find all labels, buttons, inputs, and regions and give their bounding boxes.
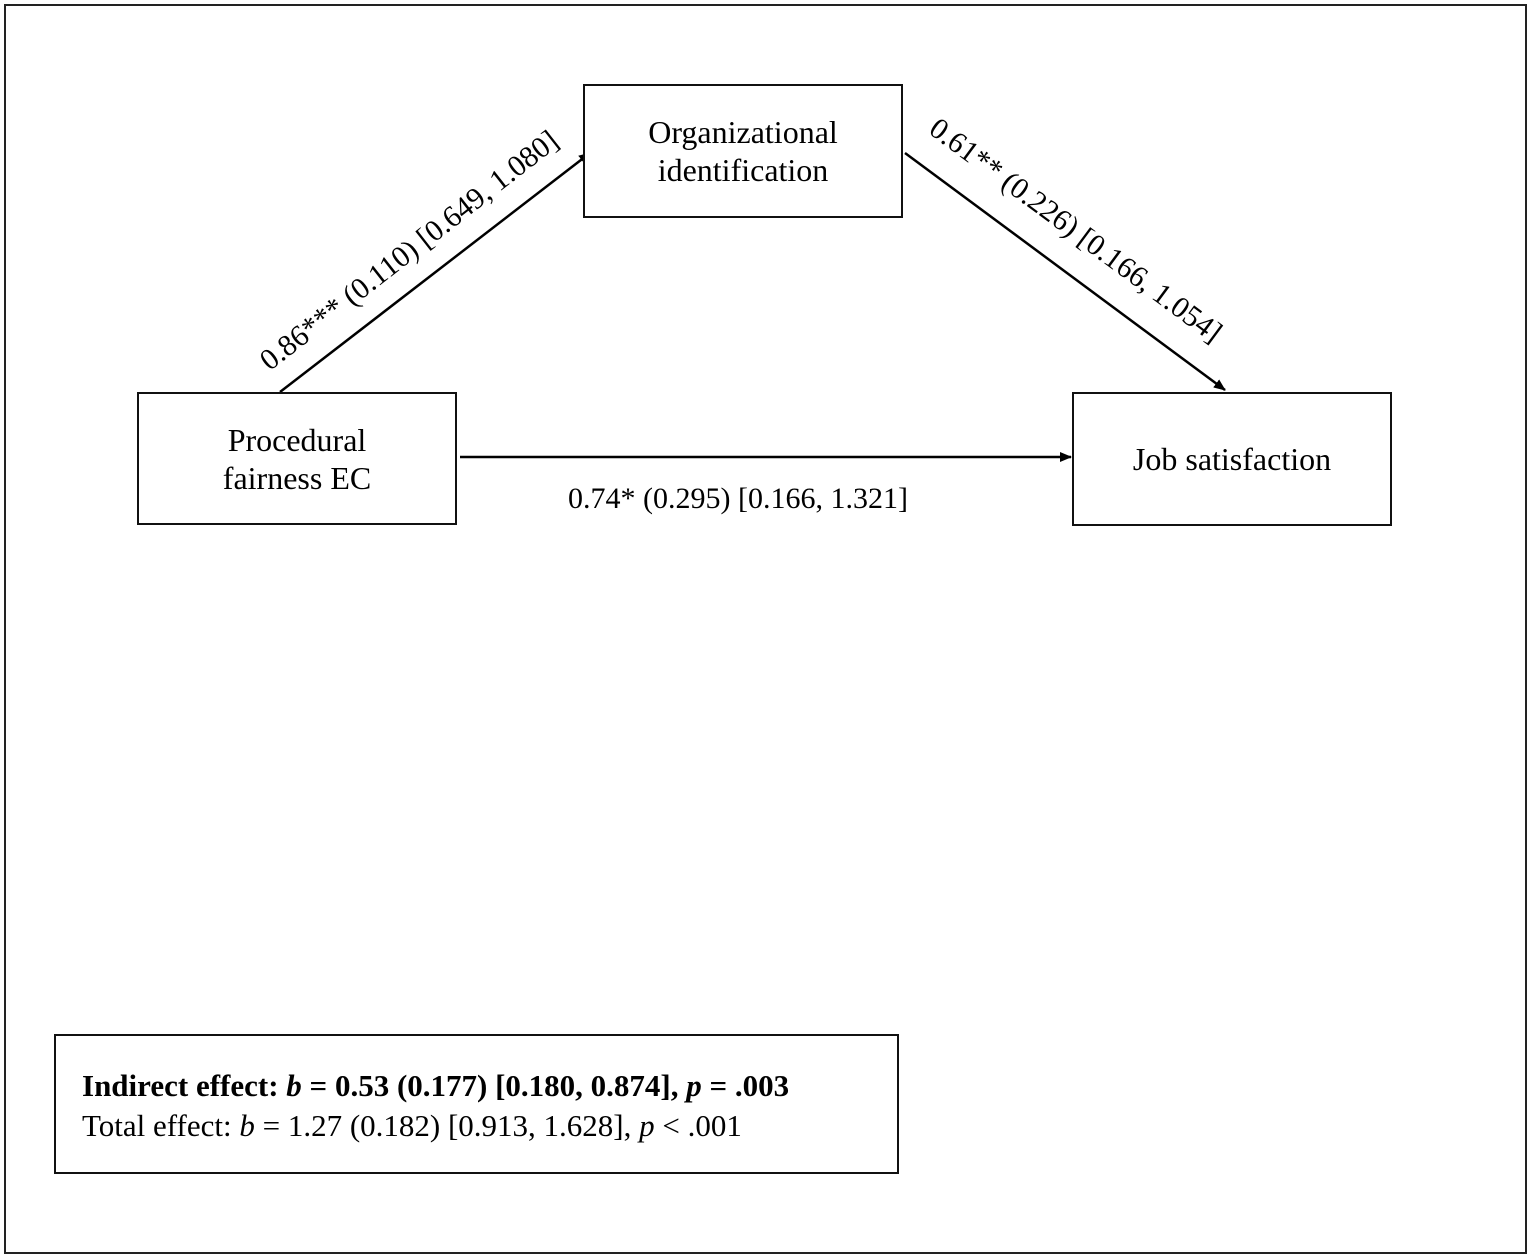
path-b-arrow — [904, 151, 1226, 392]
node-job-satisfaction: Job satisfaction — [1072, 392, 1392, 526]
total-effect-line: Total effect: b = 1.27 (0.182) [0.913, 1… — [82, 1108, 742, 1143]
path-b-label: 0.61** (0.226) [0.166, 1.054] — [923, 112, 1228, 350]
path-c-prime-label: 0.74* (0.295) [0.166, 1.321] — [568, 482, 908, 515]
effects-summary-box: Indirect effect: b = 0.53 (0.177) [0.180… — [54, 1034, 899, 1174]
node-label-line: identification — [657, 152, 829, 188]
node-label-line: Procedural — [227, 421, 367, 458]
node-procedural-fairness-ec: Procedural fairness EC — [137, 392, 457, 525]
node-label-line: Job satisfaction — [1132, 441, 1332, 477]
path-a-arrow — [279, 152, 591, 393]
indirect-effect-line: Indirect effect: b = 0.53 (0.177) [0.180… — [82, 1068, 790, 1103]
node-label-line: fairness EC — [222, 459, 372, 496]
figure-frame — [4, 4, 1527, 1254]
node-organizational-identification: Organizational identification — [583, 84, 903, 218]
node-label-line: Organizational — [648, 114, 838, 150]
path-a-label: 0.86*** (0.110) [0.649, 1.080] — [254, 124, 565, 377]
